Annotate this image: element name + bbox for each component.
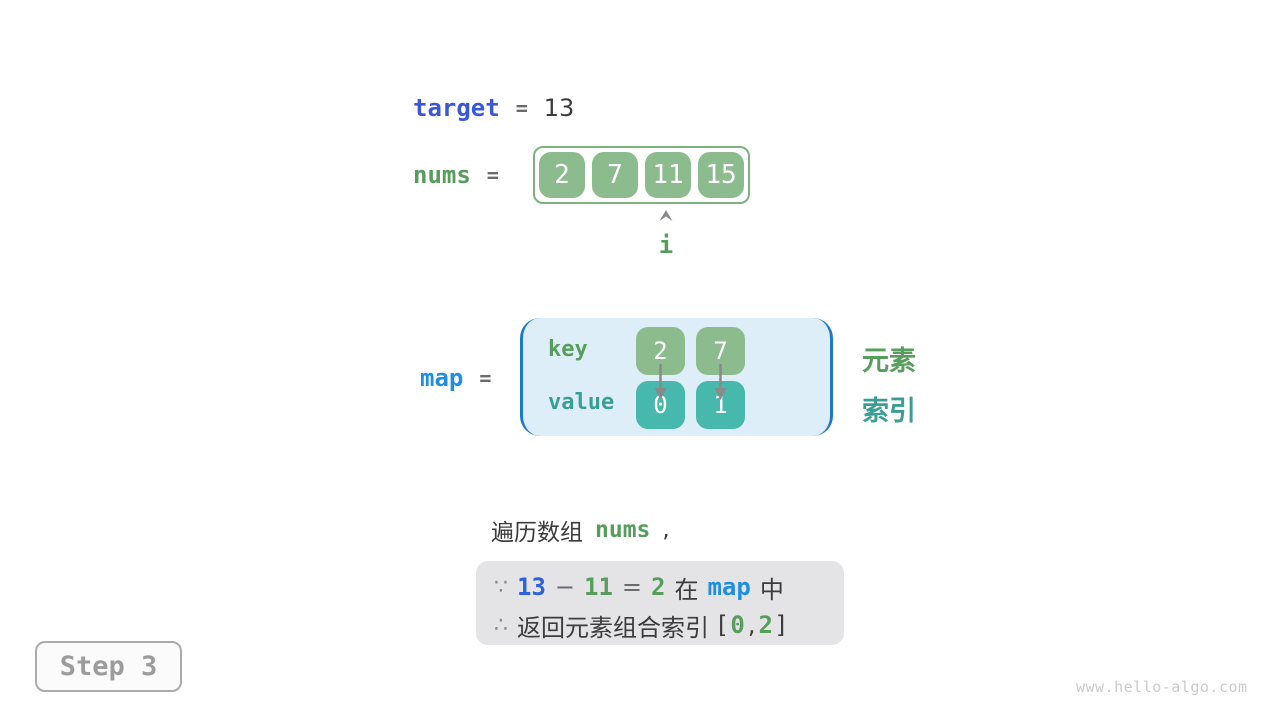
map-value-cell-1: 1 <box>696 381 745 429</box>
map-variable: map <box>420 364 464 392</box>
difference-value: 2 <box>651 573 666 601</box>
map-ref: map <box>707 573 751 601</box>
map-container: key value 2 7 0 1 <box>520 318 833 436</box>
caption-line: 遍历数组 nums , <box>491 513 670 547</box>
equals-operator: = <box>621 573 643 601</box>
nums-cell-3: 15 <box>698 152 744 198</box>
minus-operator: − <box>554 573 576 601</box>
equals-sign: = <box>486 163 499 187</box>
subtrahend-value: 11 <box>584 573 613 601</box>
map-value-cell-0: 0 <box>636 381 685 429</box>
bracket-open: [ <box>718 611 728 639</box>
because-symbol: ∵ <box>494 574 508 600</box>
bracket-close: ] <box>775 611 786 639</box>
nums-cell-1: 7 <box>592 152 638 198</box>
conclusion-line-because: ∵ 13 − 11 = 2 在 map 中 <box>494 569 844 605</box>
caption-nums-ref: nums <box>595 517 651 543</box>
conclusion-box: ∵ 13 − 11 = 2 在 map 中 ∴ 返回元素组合索引 [ 0 , 2… <box>476 561 844 645</box>
map-key-label: key <box>548 337 588 362</box>
minuend-value: 13 <box>517 573 546 601</box>
return-text: 返回元素组合索引 <box>517 613 709 642</box>
nums-cell-2: 11 <box>645 152 691 198</box>
step-badge: Step 3 <box>35 641 182 692</box>
index-pointer-icon <box>659 210 673 221</box>
caption-comma: , <box>662 517 670 543</box>
nums-variable: nums <box>413 161 471 189</box>
conclusion-line-therefore: ∴ 返回元素组合索引 [ 0 , 2 ] <box>494 607 844 643</box>
therefore-symbol: ∴ <box>494 612 508 638</box>
map-key-cell-0: 2 <box>636 327 685 375</box>
map-key-cell-1: 7 <box>696 327 745 375</box>
target-line: target = 13 <box>413 94 574 122</box>
target-variable: target <box>413 94 500 122</box>
legend-element-label: 元素 <box>862 346 916 377</box>
result-index-a: 0 <box>730 611 745 639</box>
nums-line-label: nums = <box>413 161 499 189</box>
in-word-suffix: 中 <box>759 575 784 604</box>
nums-cell-0: 2 <box>539 152 585 198</box>
equals-sign: = <box>479 366 492 390</box>
nums-array: 2 7 11 15 <box>533 146 750 204</box>
caption-prefix: 遍历数组 <box>491 520 583 546</box>
map-line-label: map = <box>420 364 491 392</box>
legend-index-label: 索引 <box>862 396 916 427</box>
watermark: www.hello-algo.com <box>1076 678 1248 696</box>
target-value: 13 <box>543 94 575 122</box>
in-word: 在 <box>674 575 699 604</box>
result-comma: , <box>747 611 756 639</box>
equals-sign: = <box>515 96 528 120</box>
map-value-label: value <box>548 390 615 415</box>
index-pointer-label: i <box>658 231 674 259</box>
result-index-b: 2 <box>758 611 773 639</box>
